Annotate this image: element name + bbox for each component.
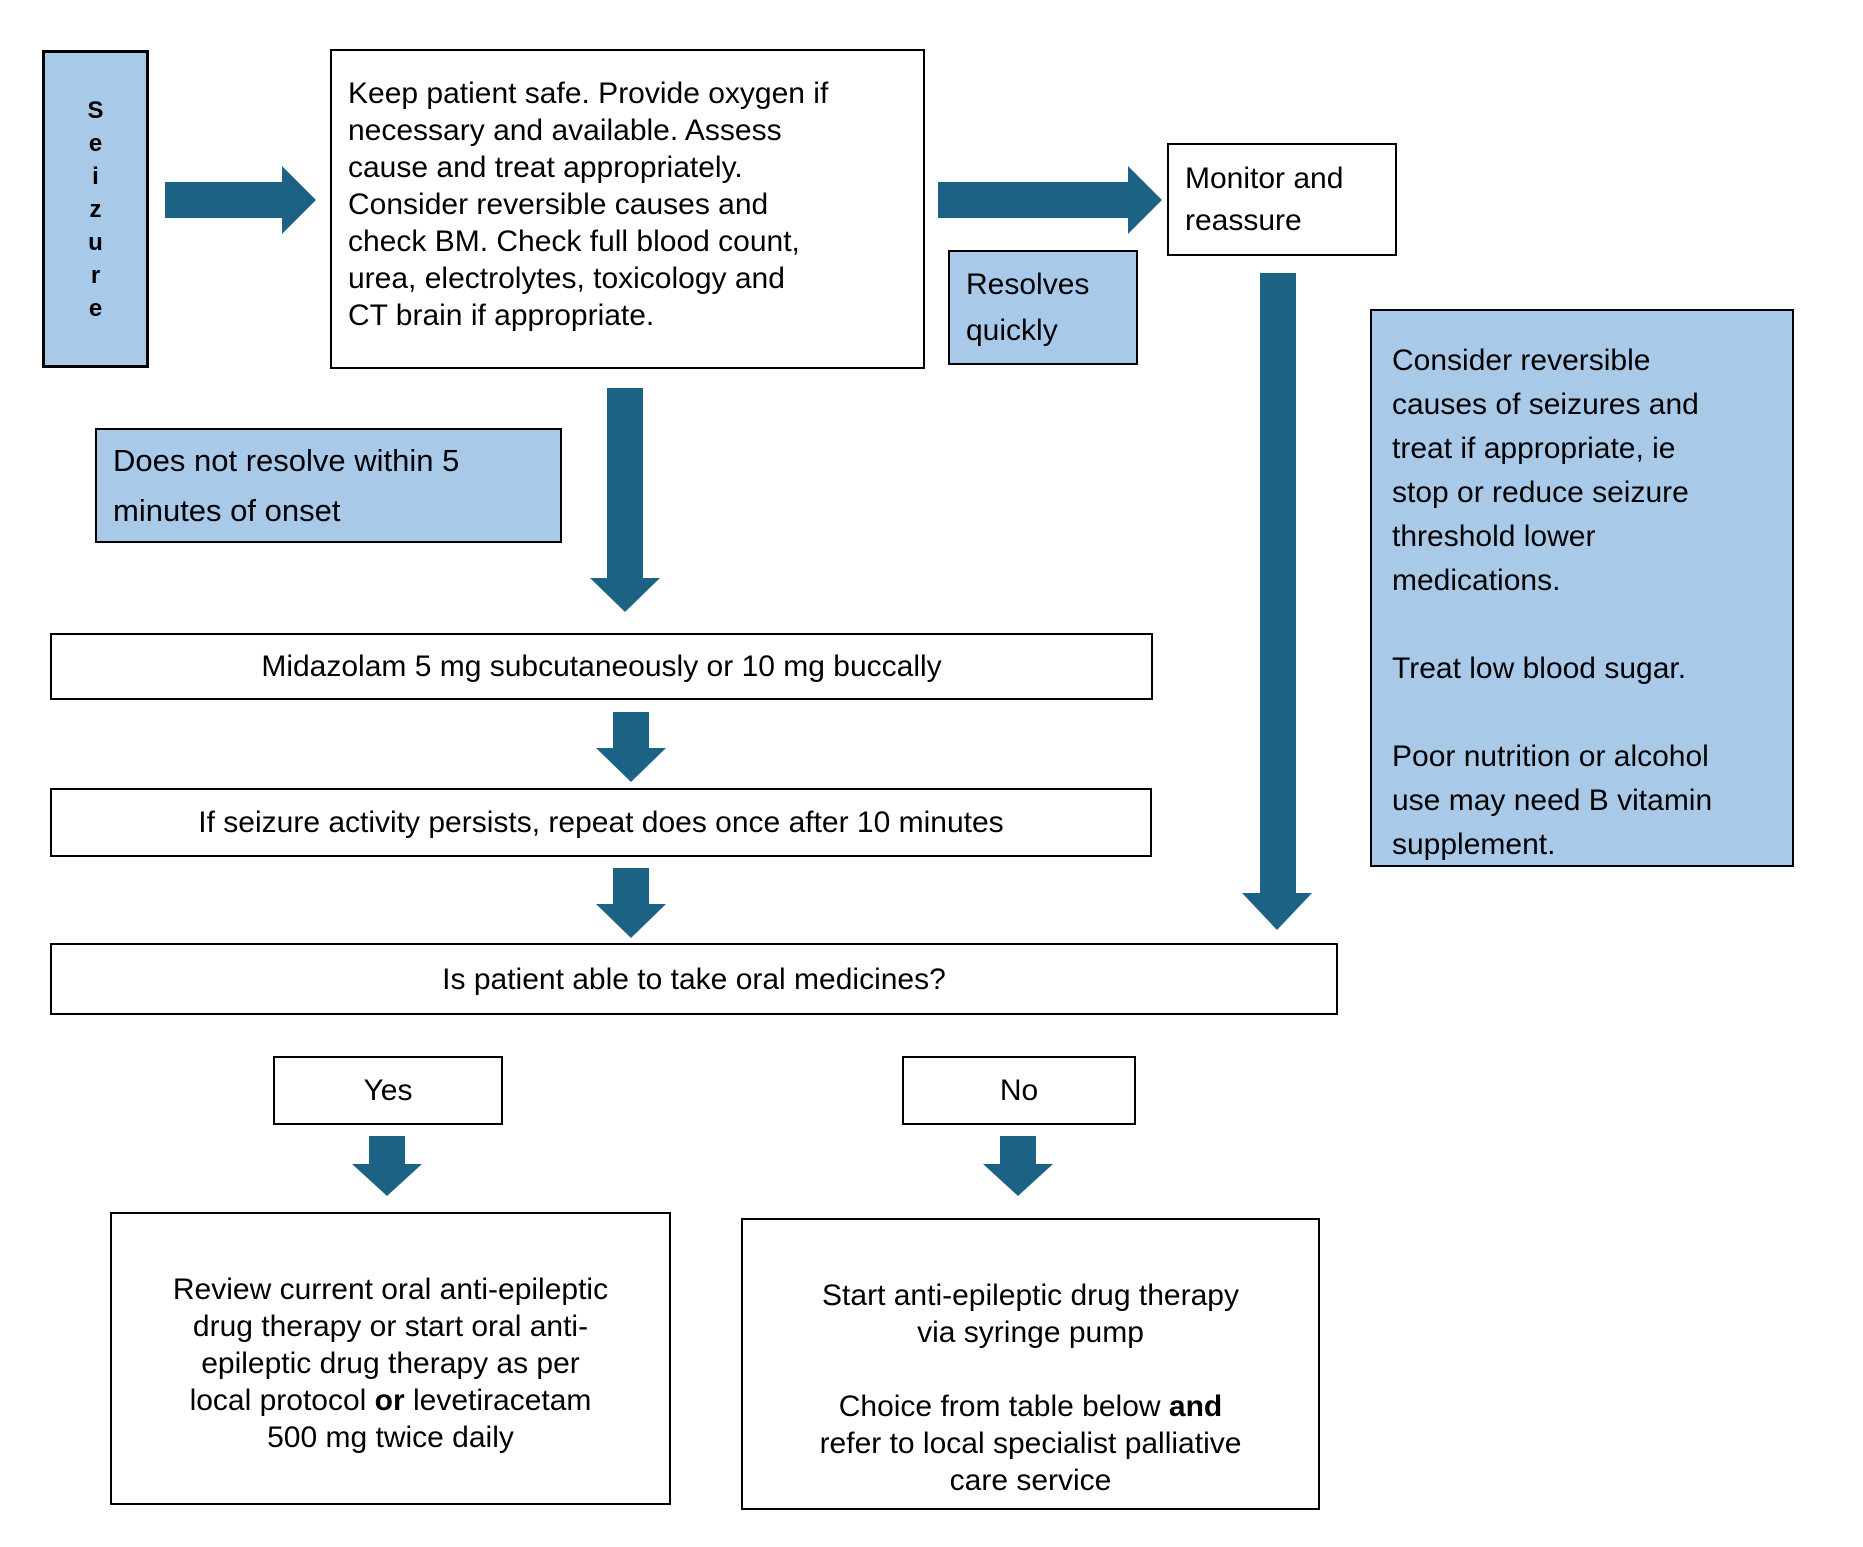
assessment-text: Keep patient safe. Provide oxygen if nec… bbox=[348, 77, 829, 332]
arrow-yes-to-review bbox=[352, 1136, 422, 1196]
monitor-reassure-text: Monitor and reassure bbox=[1185, 161, 1344, 237]
arrow-repeat-to-oral-question bbox=[596, 868, 666, 938]
yes-label: Yes bbox=[363, 1074, 413, 1107]
arrow-midazolam-to-repeat bbox=[596, 712, 666, 782]
reversible-causes-paragraph-3: Poor nutrition or alcohol use may need B… bbox=[1392, 740, 1713, 861]
assessment-box: Keep patient safe. Provide oxygen if nec… bbox=[330, 49, 925, 369]
seizure-start-label: S e i z u r e bbox=[87, 96, 104, 322]
oral-question-text: Is patient able to take oral medicines? bbox=[442, 962, 946, 996]
start-syringe-pump-box: Start anti-epileptic drug therapy via sy… bbox=[741, 1218, 1320, 1510]
start-syringe-pump-text-post: refer to local specialist palliative car… bbox=[819, 1427, 1242, 1497]
arrow-assessment-to-midazolam bbox=[590, 388, 660, 612]
repeat-dose-text: If seizure activity persists, repeat doe… bbox=[198, 806, 1004, 839]
review-oral-therapy-text-pre: Review current oral anti-epileptic drug … bbox=[172, 1273, 609, 1417]
midazolam-box: Midazolam 5 mg subcutaneously or 10 mg b… bbox=[50, 633, 1153, 700]
review-oral-therapy-text-bold: or bbox=[374, 1384, 405, 1417]
no-box: No bbox=[902, 1056, 1136, 1125]
resolves-quickly-text: Resolves quickly bbox=[966, 267, 1090, 347]
yes-box: Yes bbox=[273, 1056, 503, 1125]
monitor-reassure-box: Monitor and reassure bbox=[1167, 143, 1397, 256]
seizure-start-box: S e i z u r e bbox=[42, 50, 149, 368]
reversible-causes-paragraph-2: Treat low blood sugar. bbox=[1392, 652, 1687, 685]
arrow-seizure-to-assessment bbox=[165, 166, 316, 234]
repeat-dose-box: If seizure activity persists, repeat doe… bbox=[50, 788, 1152, 857]
oral-question-box: Is patient able to take oral medicines? bbox=[50, 943, 1338, 1015]
start-syringe-pump-text-pre: Start anti-epileptic drug therapy via sy… bbox=[822, 1279, 1239, 1423]
arrow-assessment-to-monitor bbox=[938, 166, 1162, 234]
midazolam-text: Midazolam 5 mg subcutaneously or 10 mg b… bbox=[261, 650, 942, 683]
reversible-causes-info-box: Consider reversible causes of seizures a… bbox=[1370, 309, 1794, 867]
arrow-monitor-to-oral-question bbox=[1242, 273, 1313, 930]
reversible-causes-paragraph-1: Consider reversible causes of seizures a… bbox=[1392, 344, 1699, 597]
no-label: No bbox=[999, 1074, 1039, 1107]
resolves-quickly-box: Resolves quickly bbox=[948, 250, 1138, 365]
arrow-no-to-syringe-pump bbox=[983, 1136, 1053, 1196]
review-oral-therapy-text-post: levetiracetam 500 mg twice daily bbox=[267, 1384, 592, 1454]
start-syringe-pump-text-bold: and bbox=[1168, 1390, 1223, 1423]
does-not-resolve-text: Does not resolve within 5 minutes of ons… bbox=[113, 442, 460, 528]
does-not-resolve-box: Does not resolve within 5 minutes of ons… bbox=[95, 428, 562, 543]
review-oral-therapy-box: Review current oral anti-epileptic drug … bbox=[110, 1212, 671, 1505]
